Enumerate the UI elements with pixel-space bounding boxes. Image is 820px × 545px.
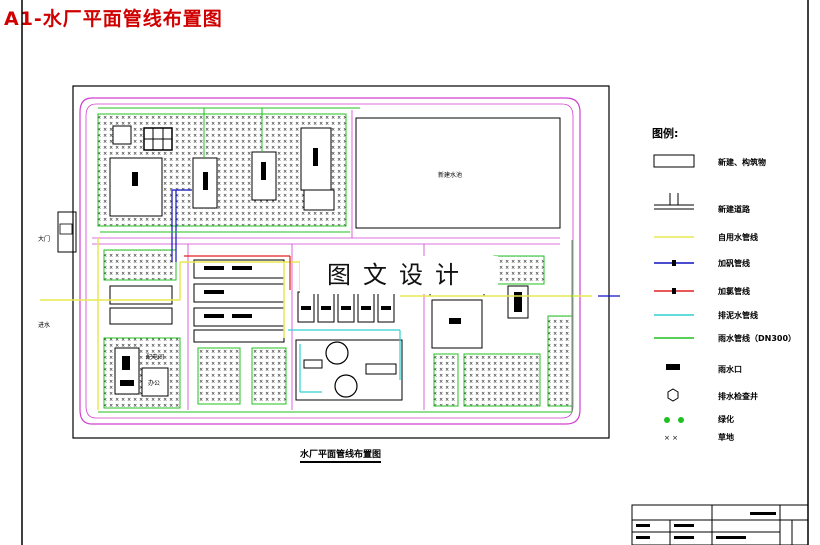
lawn-5 — [493, 255, 545, 285]
building-a-mark — [132, 172, 138, 186]
alum-pipe — [171, 189, 620, 297]
building-b — [112, 125, 132, 145]
legend-label-rain: 雨水管线（DN300） — [718, 334, 797, 343]
gate-label: 大门 — [38, 236, 51, 243]
legend-label-self-water: 自用水管线 — [718, 233, 758, 242]
legend-symbols: × × — [653, 154, 695, 442]
legend-heading: 图例: — [652, 127, 679, 140]
room-2-label: 办公 — [148, 380, 161, 387]
lawn-6 — [547, 315, 573, 407]
lawn-3 — [433, 353, 459, 407]
legend-road-symbol — [654, 193, 694, 210]
room-1-label: 配电间 — [146, 354, 165, 361]
perimeter-road — [79, 97, 581, 425]
legend-label-inlet: 雨水口 — [718, 365, 742, 374]
drawing-title: A1-水厂平面管线布置图 — [4, 8, 223, 30]
legend-label-building: 新建、构筑物 — [718, 158, 766, 167]
room-1 — [114, 347, 140, 395]
west-block-1 — [103, 249, 177, 281]
lawn-4 — [463, 353, 541, 407]
building-f-annex — [303, 189, 335, 211]
legend-green-symbol — [664, 417, 670, 423]
chlorine-pipe — [184, 255, 291, 290]
gate-structure — [57, 211, 77, 253]
lawn-1 — [197, 347, 241, 405]
reserved-area — [355, 117, 561, 229]
filter-banks — [297, 291, 395, 323]
sludge-pipe — [288, 329, 401, 393]
reserved-area-label: 新建水池 — [438, 172, 463, 179]
plan-frame — [72, 85, 610, 439]
building-a — [109, 157, 163, 217]
tank-row-4 — [193, 329, 285, 343]
legend-label-chlorine: 加氯管线 — [718, 287, 750, 296]
legend-inlet-symbol — [666, 364, 680, 370]
legend-label-grass: 草地 — [718, 433, 734, 442]
self-water-pipe — [40, 238, 592, 410]
legend-building-symbol — [653, 154, 695, 168]
west-building-1 — [109, 285, 173, 305]
west-building-2 — [109, 307, 173, 325]
title-block — [631, 504, 809, 545]
rain-pipe — [98, 107, 573, 413]
tank-circle-2 — [334, 374, 358, 398]
legend-label-road: 新建道路 — [718, 205, 750, 214]
building-e — [251, 151, 277, 201]
perimeter-road-inner — [85, 103, 574, 419]
gate-post — [59, 223, 73, 235]
lawn-2 — [251, 347, 287, 405]
legend-grass-symbol: × × — [664, 434, 678, 442]
legend-label-manhole: 排水检查井 — [718, 392, 758, 401]
watermark-text: 图文设计 — [300, 256, 498, 294]
plan-title: 水厂平面管线布置图 — [300, 447, 382, 463]
inlet-label: 进水 — [38, 322, 51, 329]
room-2 — [141, 367, 169, 397]
legend-manhole-symbol — [667, 388, 679, 402]
tank-circle-1 — [325, 341, 349, 365]
legend-label-sludge: 排泥水管线 — [718, 311, 758, 320]
legend-label-green: 绿化 — [718, 415, 734, 424]
legend-label-alum: 加矾管线 — [718, 259, 750, 268]
